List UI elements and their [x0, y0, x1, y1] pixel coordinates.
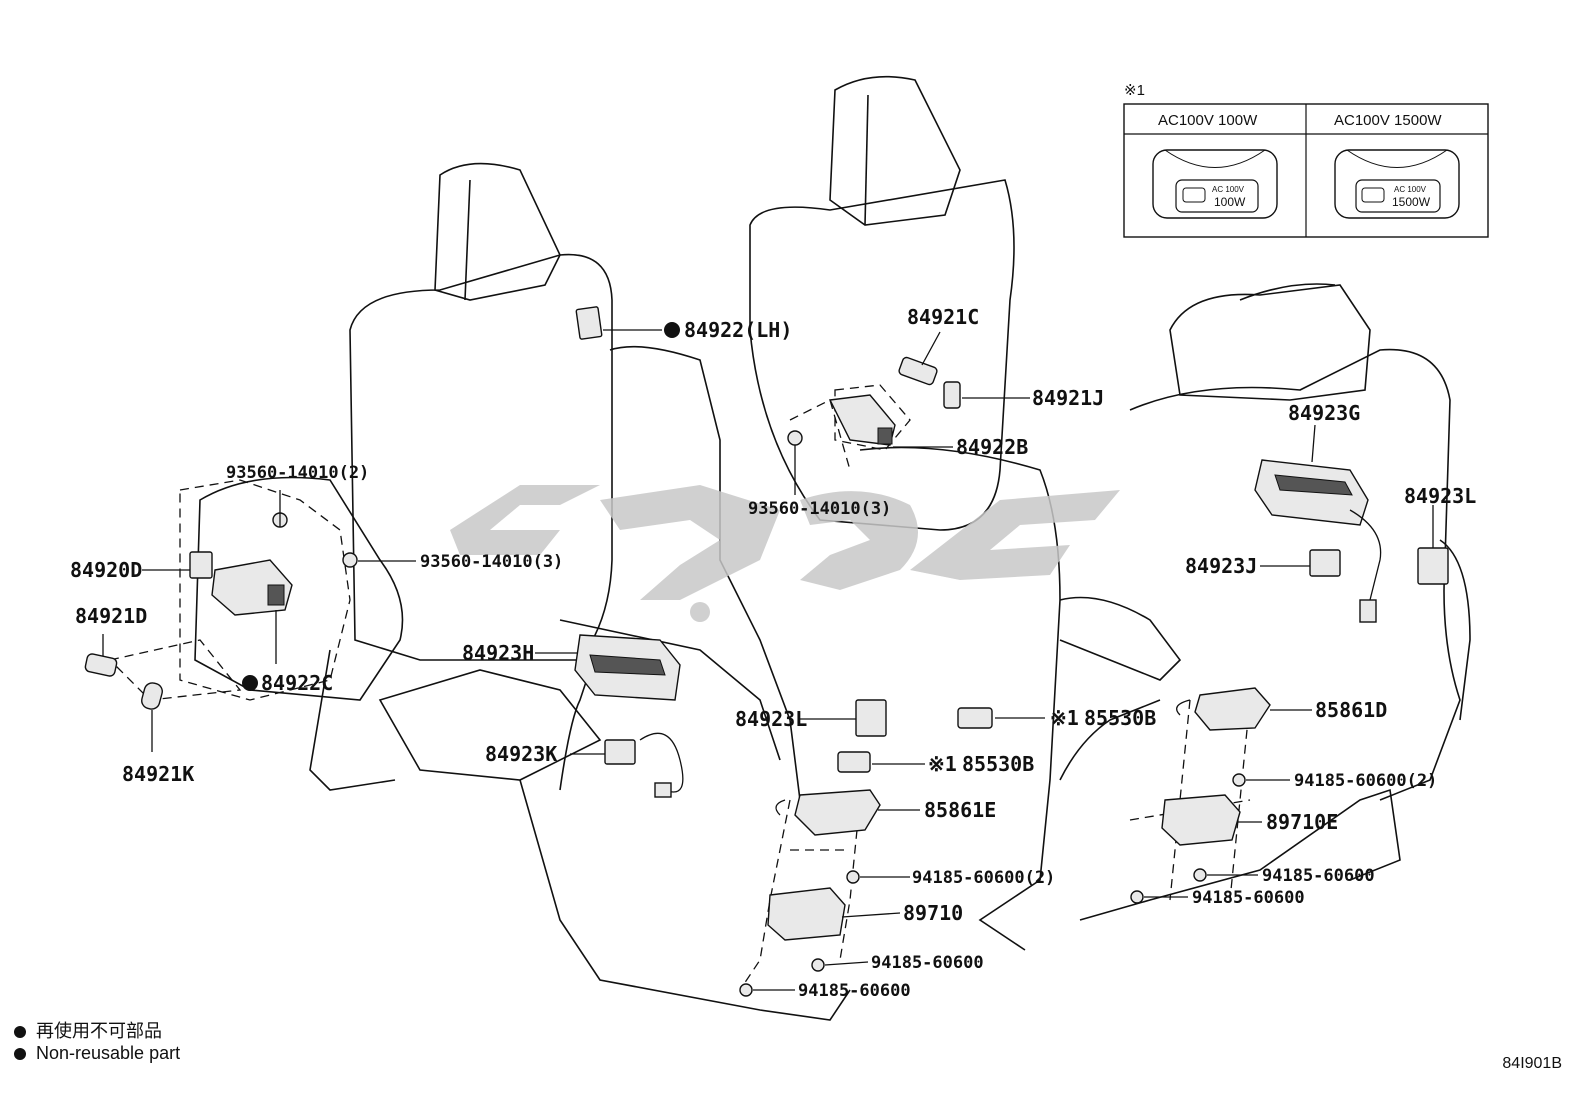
label-84922B: 84922B	[956, 435, 1028, 459]
label-94185-right-a: 94185-60600	[1262, 866, 1375, 886]
part-84923L-right	[1417, 547, 1449, 585]
part-84923L-mid	[855, 699, 887, 737]
note-mark-85530B-mid: ※1	[928, 752, 957, 776]
legend-line-en: Non-reusable part	[14, 1043, 180, 1064]
label-84923G: 84923G	[1288, 401, 1360, 425]
label-85861D: 85861D	[1315, 698, 1387, 722]
outlet-100w-icon: AC 100V 100W	[1152, 149, 1278, 219]
legend-en-text: Non-reusable part	[36, 1043, 181, 1063]
part-84920D	[189, 551, 213, 579]
part-84921D	[84, 653, 118, 677]
label-84920D: 84920D	[70, 558, 142, 582]
label-84923L-mid: 84923L	[735, 707, 807, 731]
part-84921J	[943, 381, 961, 409]
label-89710E: 89710E	[1266, 810, 1338, 834]
outlet-100w-line1: AC 100V	[1212, 185, 1245, 194]
inset-col2-header: AC100V 1500W	[1334, 112, 1442, 129]
part-84923G	[1254, 459, 1382, 601]
label-84921K: 84921K	[122, 762, 194, 786]
label-84921D: 84921D	[75, 604, 147, 628]
part-85861D	[1176, 687, 1271, 731]
label-94185-mid-2: 94185-60600(2)	[912, 868, 1055, 888]
part-84921K	[141, 682, 163, 710]
label-84922C: 84922C	[261, 671, 333, 695]
label-84923L-right: 84923L	[1404, 484, 1476, 508]
part-screw-93560-mid	[787, 430, 803, 470]
part-84921C	[898, 356, 938, 386]
label-84922LH: 84922(LH)	[684, 318, 792, 342]
watermark-logo	[450, 485, 1120, 622]
label-93560-left-3: 93560-14010(3)	[420, 552, 563, 572]
part-84923K	[604, 732, 684, 798]
label-85530B-right: 85530B	[1084, 706, 1156, 730]
label-84923H: 84923H	[462, 641, 534, 665]
outlet-100w-line2: 100W	[1214, 195, 1246, 209]
part-84923J	[1309, 549, 1377, 623]
left-seat	[194, 162, 613, 791]
label-94185-right-b: 94185-60600	[1192, 888, 1305, 908]
label-93560-mid: 93560-14010(3)	[748, 499, 891, 519]
part-nuts	[739, 773, 1246, 997]
dashed-guides	[108, 384, 1251, 991]
part-84922LH	[575, 306, 603, 340]
non-reusable-dot-84922LH	[664, 322, 680, 338]
outlet-1500w-icon: AC 100V 1500W	[1334, 149, 1460, 219]
outlet-1500w-line2: 1500W	[1392, 195, 1431, 209]
label-94185-right-2: 94185-60600(2)	[1294, 771, 1437, 791]
part-84922C-assembly	[211, 559, 293, 616]
diagram-code: 84I901B	[1502, 1055, 1562, 1072]
part-84923H	[574, 634, 681, 701]
label-84921C: 84921C	[907, 305, 979, 329]
label-94185-mid-b: 94185-60600	[798, 981, 911, 1001]
part-89710E	[1161, 794, 1241, 846]
label-93560-left-2: 93560-14010(2)	[226, 463, 369, 483]
label-84923K: 84923K	[485, 742, 557, 766]
label-89710: 89710	[903, 901, 963, 925]
part-89710	[767, 887, 846, 941]
part-85861E	[775, 789, 881, 836]
label-85530B-mid: 85530B	[962, 752, 1034, 776]
part-85530B-mid	[837, 751, 871, 773]
right-seat	[1059, 283, 1471, 921]
inset-note: ※1	[1124, 82, 1145, 99]
leader-lines	[102, 329, 1434, 991]
part-85530B-right	[957, 707, 993, 729]
part-84922B	[828, 394, 896, 446]
inset-col1-header: AC100V 100W	[1158, 112, 1258, 129]
bullet-icon	[14, 1048, 26, 1061]
legend-line-jp: 再使用不可部品	[14, 1017, 162, 1043]
non-reusable-dot-84922C	[242, 675, 258, 691]
label-84923J: 84923J	[1185, 554, 1257, 578]
label-94185-mid-a: 94185-60600	[871, 953, 984, 973]
label-85861E: 85861E	[924, 798, 996, 822]
outlet-1500w-line1: AC 100V	[1394, 185, 1427, 194]
legend-jp-text: 再使用不可部品	[36, 1021, 162, 1041]
inset-table: ※1 AC100V 100W AC100V 1500W AC 100V 100W…	[1123, 82, 1489, 238]
note-mark-85530B-right: ※1	[1050, 706, 1079, 730]
bullet-icon	[14, 1026, 26, 1039]
label-84921J: 84921J	[1032, 386, 1104, 410]
part-screw-93560-left	[272, 512, 358, 568]
